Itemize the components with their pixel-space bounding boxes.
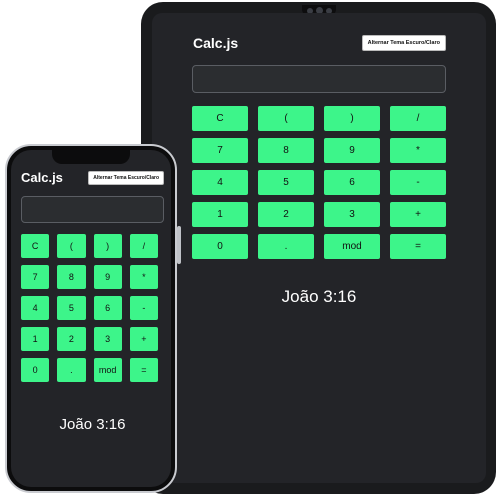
open-paren-key[interactable]: ( xyxy=(57,234,86,258)
mod-key[interactable]: mod xyxy=(93,358,122,382)
calculator-display[interactable] xyxy=(192,65,446,93)
digit-3-key[interactable]: 3 xyxy=(324,202,380,227)
theme-toggle-button[interactable]: Alternar Tema Escuro/Claro xyxy=(88,170,164,185)
phone-side-button xyxy=(177,226,181,264)
credit-text: João 3:16 xyxy=(281,287,357,306)
tablet-device: Calc.js Alternar Tema Escuro/Claro C () / 7… xyxy=(141,2,496,494)
brand-title: Calc.js xyxy=(193,35,239,51)
digit-3-key[interactable]: 3 xyxy=(93,327,122,351)
add-key[interactable]: + xyxy=(390,202,446,227)
decimal-key[interactable]: . xyxy=(258,234,314,259)
multiply-key[interactable]: * xyxy=(390,138,446,163)
digit-8-key[interactable]: 8 xyxy=(258,138,314,163)
phone-device: Calc.js Alternar Tema Escuro/Claro C () / 7… xyxy=(5,144,181,493)
close-paren-key[interactable]: ) xyxy=(324,106,380,131)
credit-text: João 3:16 xyxy=(59,416,126,433)
camera-icon xyxy=(325,8,332,14)
add-key[interactable]: + xyxy=(129,327,158,351)
open-paren-key[interactable]: ( xyxy=(258,106,314,131)
digit-5-key[interactable]: 5 xyxy=(258,170,314,195)
calculator-display[interactable] xyxy=(21,196,164,223)
divide-key[interactable]: / xyxy=(390,106,446,131)
app-header: Calc.js Alternar Tema Escuro/Claro xyxy=(192,35,446,51)
calculator-app: Calc.js Alternar Tema Escuro/Claro C () / 7… xyxy=(152,13,486,307)
multiply-key[interactable]: * xyxy=(129,265,158,289)
divide-key[interactable]: / xyxy=(129,234,158,258)
phone-screen: Calc.js Alternar Tema Escuro/Claro C () / 7… xyxy=(11,150,171,487)
camera-icon xyxy=(315,7,323,14)
digit-9-key[interactable]: 9 xyxy=(324,138,380,163)
digit-8-key[interactable]: 8 xyxy=(57,265,86,289)
clear-key[interactable]: C xyxy=(192,106,248,131)
brand-title: Calc.js xyxy=(21,170,63,185)
decimal-key[interactable]: . xyxy=(57,358,86,382)
digit-1-key[interactable]: 1 xyxy=(192,202,248,227)
camera-icon xyxy=(306,8,313,14)
clear-key[interactable]: C xyxy=(21,234,50,258)
phone-notch xyxy=(52,150,130,164)
digit-5-key[interactable]: 5 xyxy=(57,296,86,320)
digit-2-key[interactable]: 2 xyxy=(258,202,314,227)
equals-key[interactable]: = xyxy=(129,358,158,382)
subtract-key[interactable]: - xyxy=(129,296,158,320)
app-header: Calc.js Alternar Tema Escuro/Claro xyxy=(21,170,164,185)
digit-6-key[interactable]: 6 xyxy=(93,296,122,320)
digit-2-key[interactable]: 2 xyxy=(57,327,86,351)
digit-7-key[interactable]: 7 xyxy=(192,138,248,163)
subtract-key[interactable]: - xyxy=(390,170,446,195)
digit-6-key[interactable]: 6 xyxy=(324,170,380,195)
digit-0-key[interactable]: 0 xyxy=(192,234,248,259)
digit-7-key[interactable]: 7 xyxy=(21,265,50,289)
theme-toggle-button[interactable]: Alternar Tema Escuro/Claro xyxy=(361,35,446,51)
digit-1-key[interactable]: 1 xyxy=(21,327,50,351)
mod-key[interactable]: mod xyxy=(324,234,380,259)
equals-key[interactable]: = xyxy=(390,234,446,259)
close-paren-key[interactable]: ) xyxy=(93,234,122,258)
digit-9-key[interactable]: 9 xyxy=(93,265,122,289)
calculator-app: Calc.js Alternar Tema Escuro/Claro C () / 7… xyxy=(11,150,171,433)
digit-4-key[interactable]: 4 xyxy=(21,296,50,320)
digit-0-key[interactable]: 0 xyxy=(21,358,50,382)
digit-4-key[interactable]: 4 xyxy=(192,170,248,195)
tablet-screen: Calc.js Alternar Tema Escuro/Claro C () / 7… xyxy=(152,13,486,483)
